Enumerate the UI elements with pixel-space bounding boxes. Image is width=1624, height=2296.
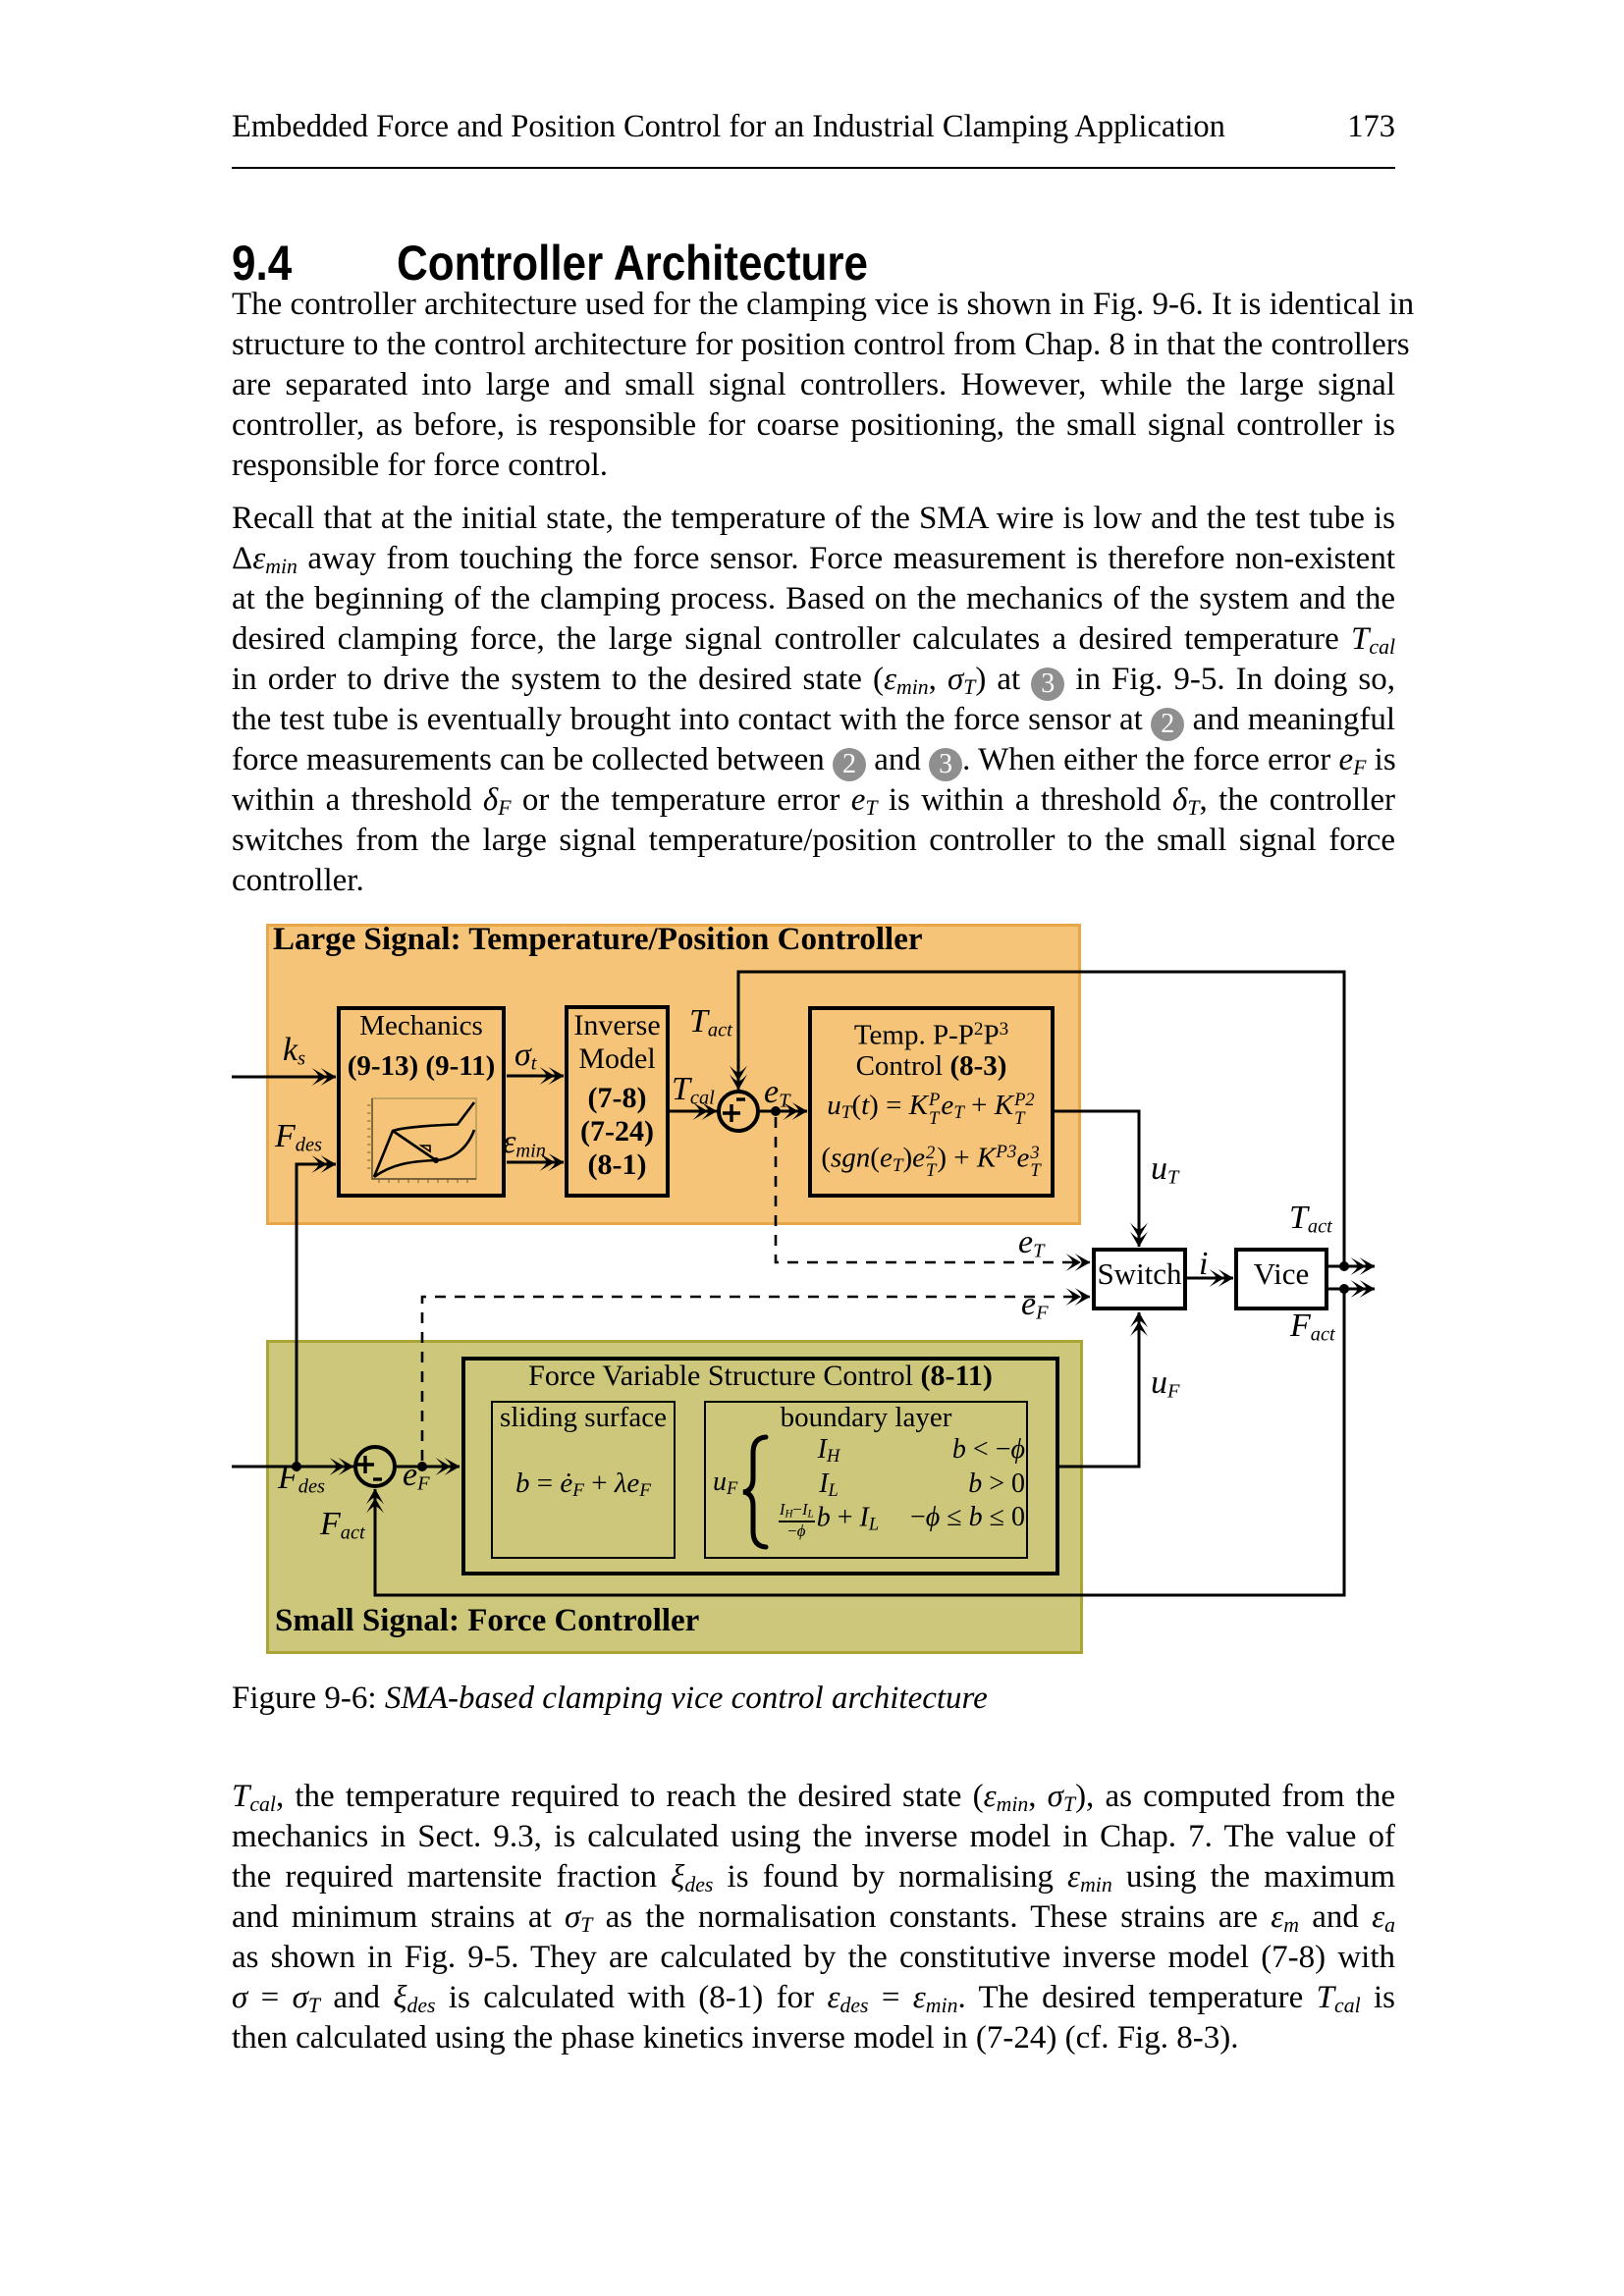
text-line: mechanics in Sect. 9.3, is calculated us… [232,1819,1395,1854]
label-sigma-t: σt [514,1037,537,1075]
label-i: i [1199,1246,1209,1282]
running-header: Embedded Force and Position Control for … [232,107,1395,147]
label-tcal: Tcal [672,1071,715,1109]
text-line: structure to the control architecture fo… [232,327,1410,362]
inverse-model-ref1: (7-8) [587,1082,647,1114]
mechanics-title: Mechanics [359,1010,483,1041]
text-line: are separated into large and small signa… [232,367,1395,402]
boundary-layer-title: boundary layer [780,1402,952,1433]
small-signal-title: Small Signal: Force Controller [275,1603,700,1638]
label-fdes-top: Fdes [275,1118,322,1156]
label-et-switch: eT [1018,1224,1045,1262]
label-fact-bottom: Fact [320,1506,365,1544]
text-line: force measurements can be collected betw… [232,742,1396,782]
text-line: Δεmin away from touching the force senso… [232,541,1395,578]
inverse-model-ref3: (8-1) [587,1148,647,1181]
page-number: 173 [1347,109,1395,144]
text-line: then calculated using the phase kinetics… [232,2020,1239,2056]
paragraph-3: Tcal, the temperature required to reach … [232,1777,1395,2058]
label-ut: uT [1151,1150,1179,1189]
switch-block: Switch [1092,1248,1187,1310]
connector-lines [232,970,1376,1597]
large-signal-title: Large Signal: Temperature/Position Contr… [273,922,923,957]
figure-caption: Figure 9-6: SMA-based clamping vice cont… [232,1679,1395,1719]
label-uf: uF [1151,1364,1180,1403]
text-line: at the beginning of the clamping process… [232,581,1395,616]
text-line: in order to drive the system to the desi… [232,662,1396,702]
paragraph-2: Recall that at the initial state, the te… [232,499,1396,901]
fvsc-title: Force Variable Structure Control (8-11) [528,1360,993,1392]
section-number: 9.4 [232,236,293,291]
label-eps-min: εmin [503,1124,546,1162]
inverse-model-line1: Inverse [573,1009,661,1041]
vice-label: Vice [1253,1256,1310,1291]
inverse-model-line2: Model [578,1042,656,1075]
figure-caption-text: SMA-based clamping vice control architec… [384,1681,988,1716]
text-line: responsible for force control. [232,448,609,483]
text-line: within a threshold δF or the temperature… [232,782,1396,820]
branch-dots [292,1106,1349,1471]
paragraph-1: The controller architecture used for the… [232,285,1415,486]
mechanics-plot [367,1097,477,1183]
sliding-surface-block: sliding surface b = ėF + λeF [491,1401,676,1559]
summing-junction-temperature [717,1090,760,1133]
text-line: as shown in Fig. 9-5. They are calculate… [232,1940,1395,1975]
label-ks: ks [283,1032,306,1070]
text-line: σ = σT and ξdes is calculated with (8-1)… [232,1980,1395,2017]
label-ef-bottom: eF [403,1457,430,1495]
label-et-junction: eT [764,1074,790,1112]
temp-control-title: Temp. P-P2P3 [853,1019,1009,1051]
text-line: Tcal, the temperature required to reach … [232,1779,1396,1816]
large-signal-box [266,924,1081,1225]
text-line: and minimum strains at σT as the normali… [232,1899,1396,1937]
text-line: controller. [232,863,364,898]
summing-junction-force [353,1445,397,1488]
text-line: the test tube is eventually brought into… [232,702,1395,742]
sliding-surface-eq: b = ėF + λeF [515,1468,651,1502]
header-rule [232,167,1395,169]
text-line: the required martensite fraction ξdes is… [232,1859,1396,1896]
label-fact-vice: Fact [1290,1308,1335,1346]
cases-brace [742,1434,769,1550]
label-tact-top: Tact [689,1003,732,1041]
section-title: Controller Architecture [397,236,869,291]
text-line: controller, as before, is responsible fo… [232,407,1395,443]
boundary-uf-label: uF [713,1467,738,1499]
text-line: switches from the large signal temperatu… [232,823,1395,858]
header-title: Embedded Force and Position Control for … [232,109,1225,144]
mechanics-refs: (9-13) (9-11) [347,1050,496,1082]
text-line: Recall that at the initial state, the te… [232,501,1395,536]
inverse-model-block: Inverse Model (7-8) (7-24) (8-1) [565,1005,670,1198]
inverse-model-ref2: (7-24) [580,1115,654,1148]
fvsc-block: Force Variable Structure Control (8-11) [461,1357,1059,1575]
sliding-surface-title: sliding surface [500,1402,667,1433]
temp-control-subtitle: Control (8-3) [855,1050,1007,1082]
label-tact-vice: Tact [1289,1200,1332,1238]
vice-block: Vice [1234,1248,1328,1310]
text-line: The controller architecture used for the… [232,287,1415,322]
label-ef-switch: eF [1021,1286,1049,1324]
text-line: desired clamping force, the large signal… [232,621,1395,659]
switch-label: Switch [1097,1256,1182,1291]
mechanics-block: Mechanics (9-13) (9-11) [337,1006,506,1198]
label-fdes-bottom: Fdes [278,1460,325,1498]
figure-caption-label: Figure 9-6: [232,1681,385,1716]
